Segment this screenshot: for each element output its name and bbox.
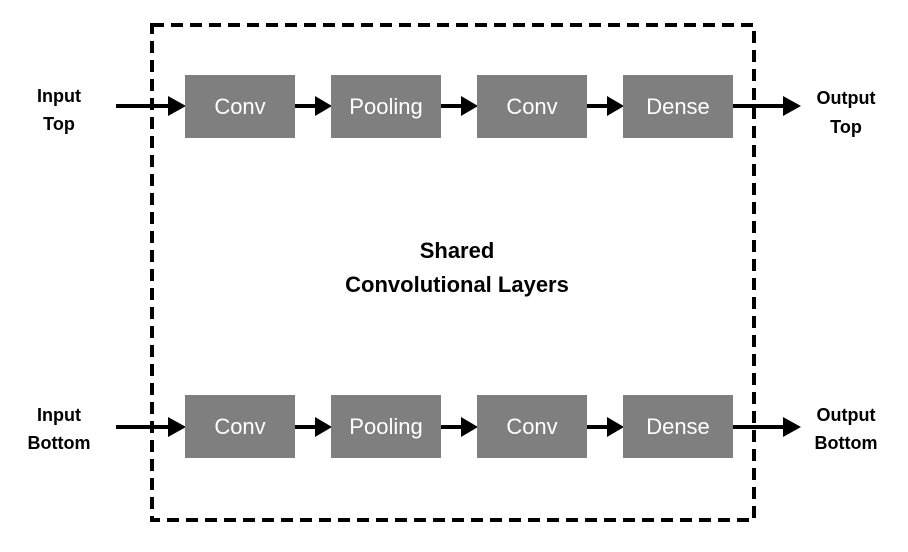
layer-conv-1-top: Conv [185,75,295,138]
input-top-label-line2: Top [43,114,75,134]
svg-text:Dense: Dense [646,94,710,119]
output-bottom-label-line2: Bottom [815,433,878,453]
input-bottom-label-line2: Bottom [28,433,91,453]
svg-text:Pooling: Pooling [349,414,422,439]
bottom-row: Input Bottom Conv Pooling Conv [28,395,878,458]
svg-text:Pooling: Pooling [349,94,422,119]
arrow-conv2-to-dense-bottom [587,417,624,437]
arrow-conv2-to-dense-top [587,96,624,116]
shared-label-line2: Convolutional Layers [345,272,569,297]
output-bottom-arrow [733,417,801,437]
svg-text:Conv: Conv [506,94,557,119]
output-top-arrow [733,96,801,116]
svg-text:Dense: Dense [646,414,710,439]
top-row: Input Top Conv Pooling Conv [37,75,875,138]
shared-layers-border [150,23,756,522]
layer-dense-bottom: Dense [623,395,733,458]
arrow-pooling-to-conv2-bottom [441,417,478,437]
input-bottom-arrow [116,417,186,437]
layer-conv-1-bottom: Conv [185,395,295,458]
arrow-pooling-to-conv2-top [441,96,478,116]
layer-pooling-bottom: Pooling [331,395,441,458]
arrow-conv1-to-pooling-top [295,96,332,116]
input-top-label-line1: Input [37,86,81,106]
input-bottom-label-line1: Input [37,405,81,425]
svg-text:Conv: Conv [214,94,265,119]
output-top-label-line2: Top [830,117,862,137]
output-bottom-label-line1: Output [817,405,876,425]
shared-label-line1: Shared [420,238,495,263]
input-top-arrow [116,96,186,116]
layer-conv-2-bottom: Conv [477,395,587,458]
svg-text:Conv: Conv [214,414,265,439]
arrow-conv1-to-pooling-bottom [295,417,332,437]
layer-conv-2-top: Conv [477,75,587,138]
layer-pooling-top: Pooling [331,75,441,138]
output-top-label-line1: Output [817,88,876,108]
svg-text:Conv: Conv [506,414,557,439]
layer-dense-top: Dense [623,75,733,138]
